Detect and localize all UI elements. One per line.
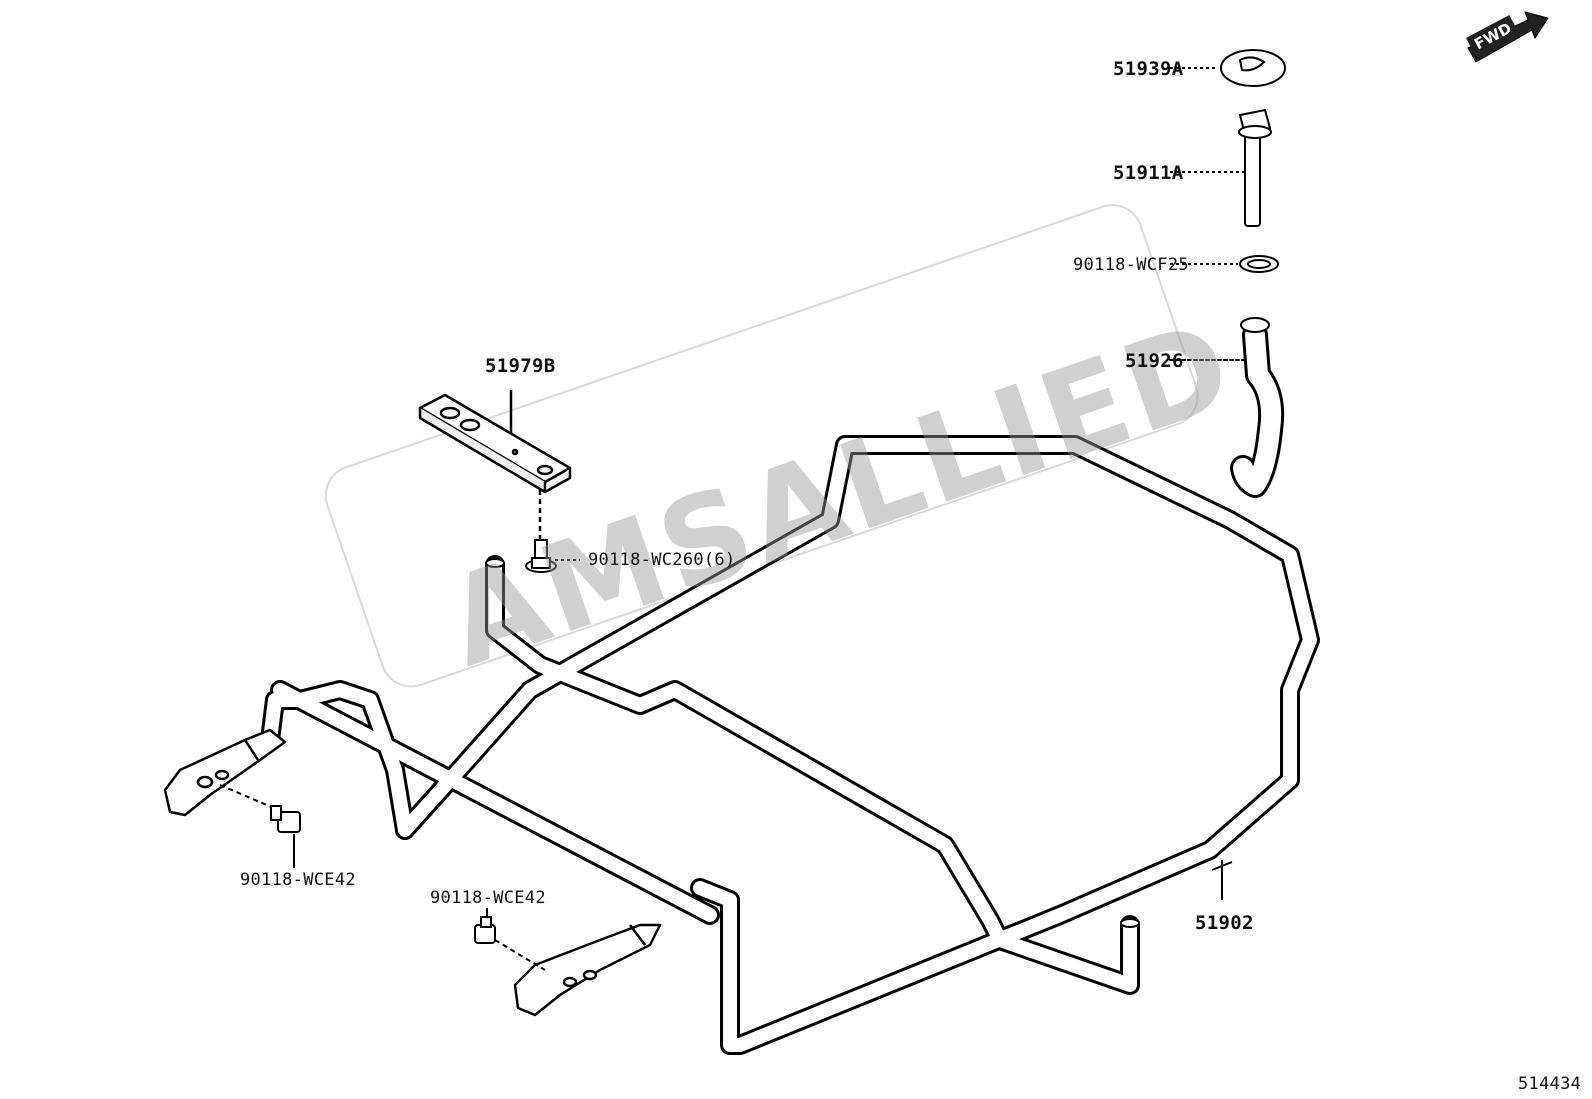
label-90118-wce42-left: 90118-WCE42 bbox=[240, 870, 356, 890]
label-51902: 51902 bbox=[1195, 912, 1254, 934]
hose-51926 bbox=[1169, 317, 1285, 498]
label-90118-wcf25: 90118-WCF25 bbox=[1073, 255, 1189, 275]
bolt-left bbox=[219, 784, 301, 868]
washer-90118-wcf25 bbox=[1170, 255, 1279, 273]
label-51979b: 51979B bbox=[485, 355, 556, 377]
cap-51939a bbox=[1170, 49, 1286, 87]
rail-assembly bbox=[260, 435, 1320, 1055]
bolt-wc260 bbox=[525, 539, 580, 573]
label-90118-wce42-center: 90118-WCE42 bbox=[430, 888, 546, 908]
bolt-51911a bbox=[1170, 108, 1272, 227]
label-51911a: 51911A bbox=[1113, 162, 1184, 184]
plate-51979b bbox=[418, 390, 572, 540]
left-bracket bbox=[163, 728, 287, 817]
bolt-center bbox=[474, 908, 546, 971]
diagram-number: 514434 bbox=[1518, 1074, 1582, 1094]
center-bracket bbox=[513, 923, 662, 1017]
label-51926: 51926 bbox=[1125, 350, 1184, 372]
watermark-frame bbox=[324, 204, 1199, 688]
leader-lines bbox=[1211, 860, 1233, 900]
label-51939a: 51939A bbox=[1113, 58, 1184, 80]
label-90118-wc260: 90118-WC260(6) bbox=[588, 550, 736, 570]
